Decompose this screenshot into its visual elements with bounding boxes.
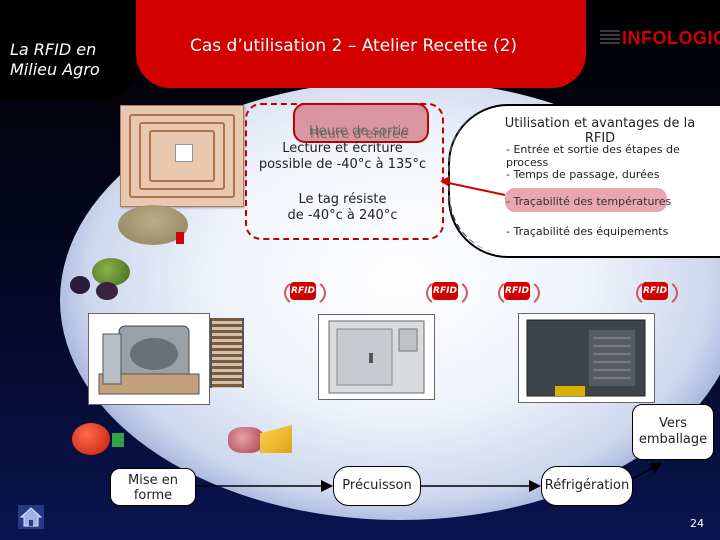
home-icon[interactable] [18, 505, 44, 529]
stage-mise-en-forme: Mise en forme [110, 468, 196, 506]
tomato-icon [72, 423, 110, 455]
stage-mise-line2: forme [111, 488, 195, 503]
home-icon-svg [18, 505, 44, 529]
stage-precuisson: Précuisson [333, 466, 421, 506]
stage-mise-line1: Mise en [111, 473, 195, 488]
page-number: 24 [690, 517, 704, 530]
stage-vers-emballage: Vers emballage [632, 404, 714, 460]
stage-refrigeration: Réfrigération [541, 466, 633, 506]
ham-icon [228, 427, 264, 453]
leaf-icon [112, 433, 124, 447]
stage-vers-line1: Vers [633, 416, 713, 432]
stage-vers-line2: emballage [633, 432, 713, 448]
